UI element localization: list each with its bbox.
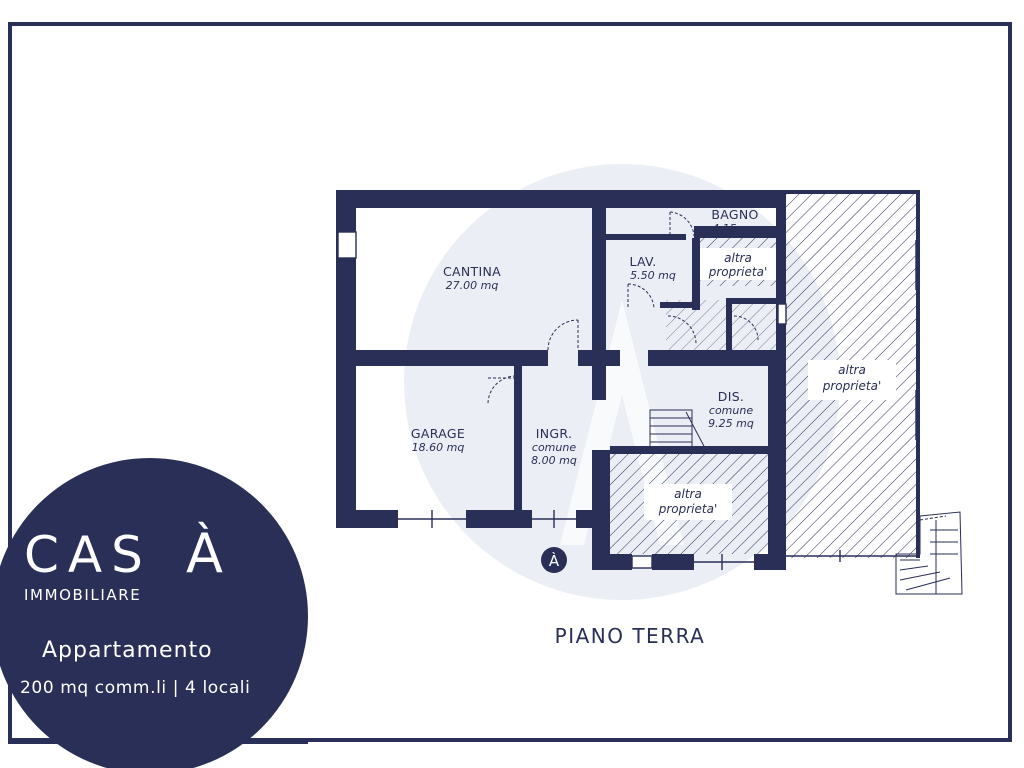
- room-cantina-area: 27.00 mq: [446, 279, 499, 292]
- floor-title: PIANO TERRA: [555, 624, 706, 648]
- room-disimpegno-note: comune: [709, 404, 753, 417]
- other-property-small-line2: proprieta': [708, 265, 768, 279]
- walls: [336, 190, 920, 570]
- room-bagno-name: BAGNO: [711, 207, 758, 222]
- other-property-lower-line2: proprieta': [658, 502, 718, 516]
- brand-badge-base: [8, 738, 308, 744]
- room-disimpegno-name: DIS.: [718, 389, 744, 404]
- entrance-marker-symbol: À: [549, 551, 560, 570]
- room-lavanderia-name: LAV.: [629, 254, 656, 269]
- room-lavanderia-area: 5.50 mq: [630, 269, 676, 282]
- room-bagno-area: 4.15 mq: [712, 222, 758, 235]
- other-property-lower-line1: altra: [674, 487, 702, 501]
- room-garage-area: 18.60 mq: [412, 441, 465, 454]
- openings: [337, 231, 917, 570]
- room-ingresso-note: comune: [532, 441, 576, 454]
- stairs: [649, 409, 963, 595]
- other-property-small-line1: altra: [724, 251, 752, 265]
- door-swings: [487, 211, 947, 521]
- other-property-label-lower: altra proprieta': [644, 484, 732, 520]
- room-ingresso-name: INGR.: [536, 426, 572, 441]
- room-garage-name: GARAGE: [411, 426, 465, 441]
- other-property-label-small: altra proprieta': [700, 248, 776, 280]
- entrance-marker: À: [541, 547, 567, 573]
- other-property-large-line1: altra: [838, 363, 866, 377]
- other-property-large-line2: proprieta': [822, 379, 882, 393]
- room-ingresso-area: 8.00 mq: [531, 454, 577, 467]
- room-cantina-name: CANTINA: [443, 264, 501, 279]
- brand-badge: [0, 458, 308, 768]
- other-property-label-large: altra proprieta': [808, 360, 896, 400]
- room-disimpegno-area: 9.25 mq: [708, 417, 754, 430]
- page-frame: [8, 22, 1012, 742]
